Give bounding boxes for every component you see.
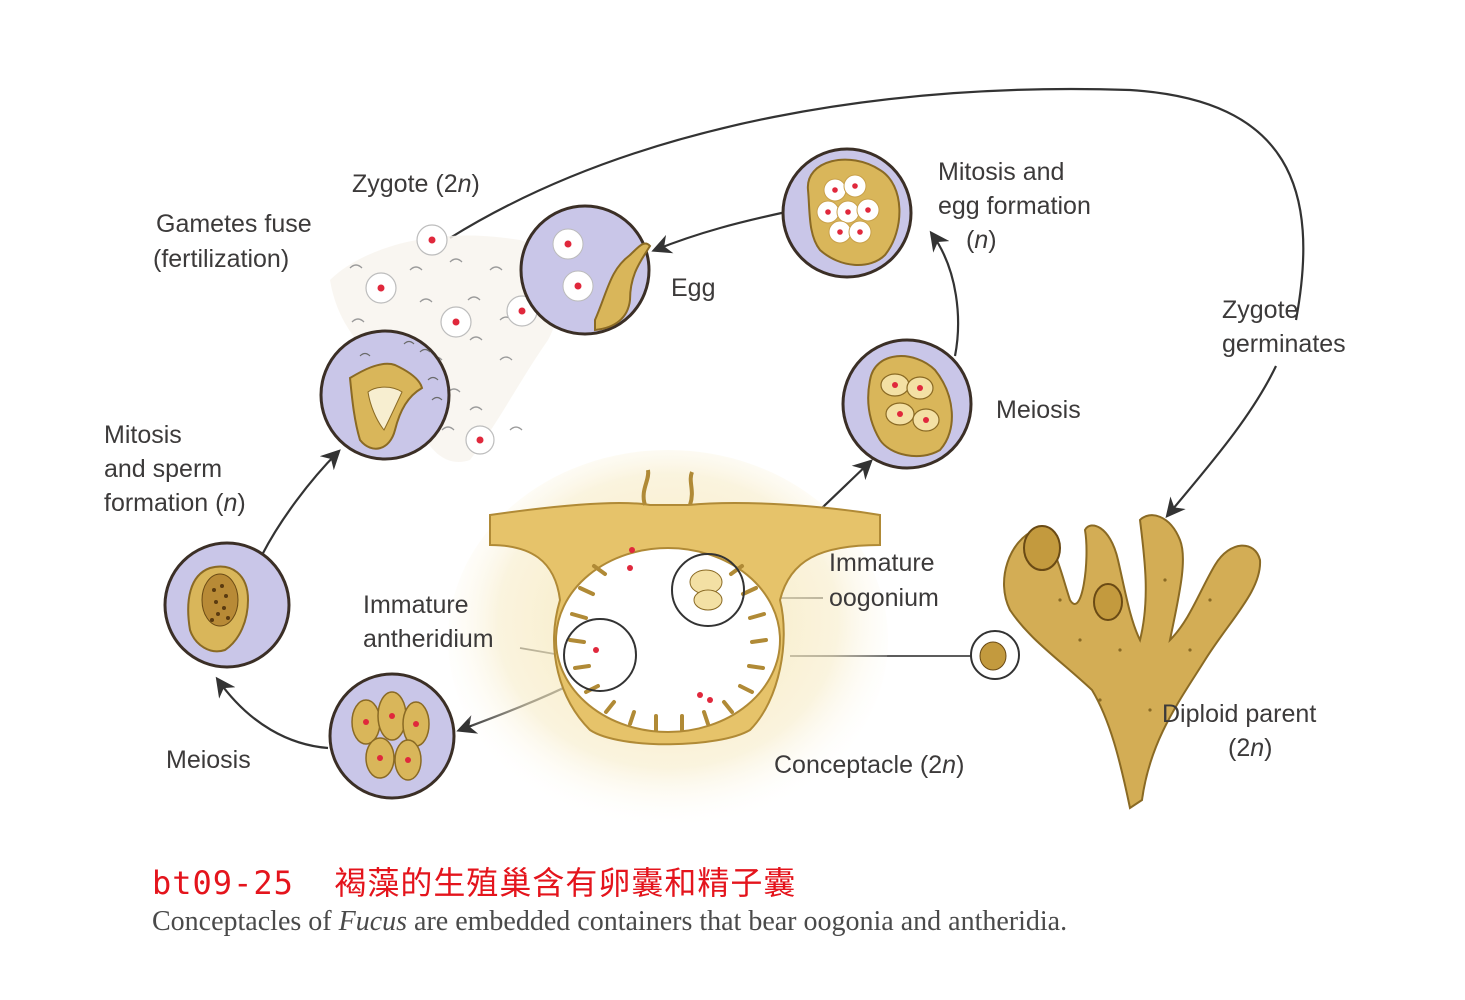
label-mitosis-sperm-line3: formation (n) xyxy=(104,489,246,517)
label-meiosis-left: Meiosis xyxy=(166,746,251,774)
arrow-meiosis-left xyxy=(215,676,329,750)
label-immature-oogonium-line1: Immature xyxy=(829,549,935,577)
label-zygote-germinates-line2: germinates xyxy=(1222,330,1346,358)
conceptacle-cross-section xyxy=(448,450,888,830)
label-immature-oogonium-line2: oogonium xyxy=(829,584,939,612)
gametes-cloud xyxy=(330,224,560,462)
label-mitosis-sperm-line1: Mitosis xyxy=(104,421,182,449)
label-conceptacle: Conceptacle (2n) xyxy=(774,751,964,779)
sperm-formation-disc xyxy=(319,329,451,461)
label-zygote-germinates-line1: Zygote xyxy=(1222,296,1298,324)
caption-desc-post: are embedded containers that bear oogoni… xyxy=(407,906,1068,937)
zygote-germinates-arrow xyxy=(449,87,1305,321)
caption-desc-pre: Conceptacles of xyxy=(152,906,339,937)
label-egg: Egg xyxy=(671,274,715,302)
label-mitosis-egg-line1: Mitosis and xyxy=(938,158,1064,186)
egg-formation-disc xyxy=(781,147,913,279)
arrow-meiosis-to-egg-formation xyxy=(929,230,960,357)
label-diploid-parent-line1: Diploid parent xyxy=(1162,700,1316,728)
label-gametes-fuse-line2: (fertilization) xyxy=(153,245,289,273)
figure-description-caption: Conceptacles of Fucus are embedded conta… xyxy=(152,906,1067,938)
arrow-meiosis-to-sperm-circle xyxy=(261,449,341,556)
oogonium-meiosis-disc xyxy=(841,338,973,470)
antheridia-meiosis-disc xyxy=(328,672,456,800)
label-immature-antheridium-line1: Immature xyxy=(363,591,469,619)
antheridium-disc xyxy=(163,541,291,669)
label-gametes-fuse-line1: Gametes fuse xyxy=(156,210,312,238)
label-immature-antheridium-line2: antheridium xyxy=(363,625,494,653)
label-mitosis-sperm-line2: and sperm xyxy=(104,455,222,483)
label-diploid-parent-line2: (2n) xyxy=(1228,734,1272,762)
label-meiosis-right: Meiosis xyxy=(996,396,1081,424)
label-zygote: Zygote (2n) xyxy=(352,170,480,198)
arrow-egg-formation-to-egg xyxy=(651,210,787,254)
label-mitosis-egg-line3: (n) xyxy=(966,226,997,254)
figure-code-caption: bt09-25 褐藻的生殖巢含有卵囊和精子囊 xyxy=(152,864,797,902)
egg-disc xyxy=(519,204,652,336)
diploid-parent-thallus xyxy=(970,514,1262,810)
label-mitosis-egg-line2: egg formation xyxy=(938,192,1091,220)
zygote-germinates-arrow-lower xyxy=(1165,365,1277,519)
caption-desc-genus: Fucus xyxy=(338,906,408,937)
